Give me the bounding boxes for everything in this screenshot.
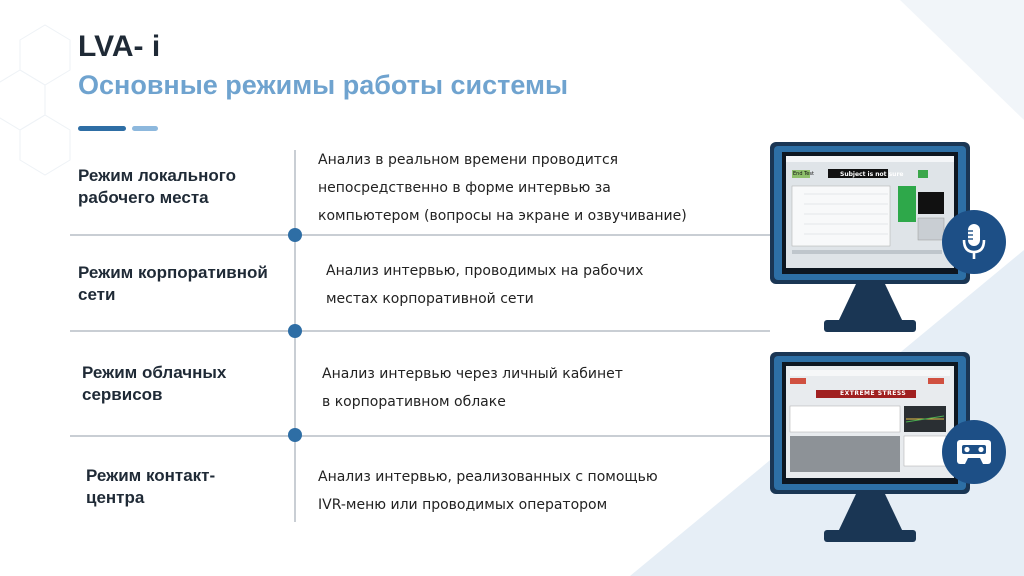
accent-bar-light (132, 126, 158, 131)
microphone-icon (962, 224, 986, 259)
mode-title-contact-center: Режим контакт-центра (86, 466, 216, 507)
desc-line: Анализ интервью через личный кабинет (322, 366, 623, 382)
accent-bar-dark (78, 126, 126, 131)
page-subtitle: Основные режимы работы системы (78, 70, 569, 100)
mode-title-corporate: Режим корпоративной сети (78, 263, 268, 304)
desc-line: местах корпоративной сети (326, 291, 534, 307)
mode-desc-local: Анализ в реальном времени проводится неп… (318, 146, 687, 230)
timeline-dot-1 (288, 228, 302, 242)
mode-desc-contact-center: Анализ интервью, реализованных с помощью… (318, 463, 658, 519)
divider-1 (70, 234, 770, 236)
timeline-dot-2 (288, 324, 302, 338)
desc-line: Анализ интервью, проводимых на рабочих (326, 263, 644, 279)
desc-line: Анализ в реальном времени проводится (318, 152, 619, 168)
timeline-dot-3 (288, 428, 302, 442)
monitor-bottom-banner: EXTREME STRESS (840, 390, 907, 397)
monitor-top-button: End Test (793, 171, 814, 177)
monitor-bottom (770, 352, 970, 542)
mode-desc-corporate: Анализ интервью, проводимых на рабочих м… (326, 257, 643, 313)
divider-3 (70, 435, 770, 437)
mode-title-cloud: Режим облачных сервисов (82, 363, 227, 404)
desc-line: компьютером (вопросы на экране и озвучив… (318, 208, 687, 224)
desc-line: в корпоративном облаке (322, 394, 506, 410)
monitor-top (770, 142, 970, 332)
monitor-top-banner: Subject is not sure (840, 171, 904, 178)
desc-line: Анализ интервью, реализованных с помощью (318, 469, 658, 485)
mode-desc-cloud: Анализ интервью через личный кабинет в к… (322, 360, 623, 416)
microphone-badge (942, 210, 1006, 274)
page-title: LVA- i (78, 30, 161, 63)
desc-line: IVR-меню или проводимых оператором (318, 497, 608, 513)
cassette-badge (942, 420, 1006, 484)
desc-line: непосредственно в форме интервью за (318, 180, 611, 196)
mode-title-local: Режим локального рабочего места (78, 166, 237, 207)
cassette-icon (957, 440, 991, 464)
divider-2 (70, 330, 770, 332)
